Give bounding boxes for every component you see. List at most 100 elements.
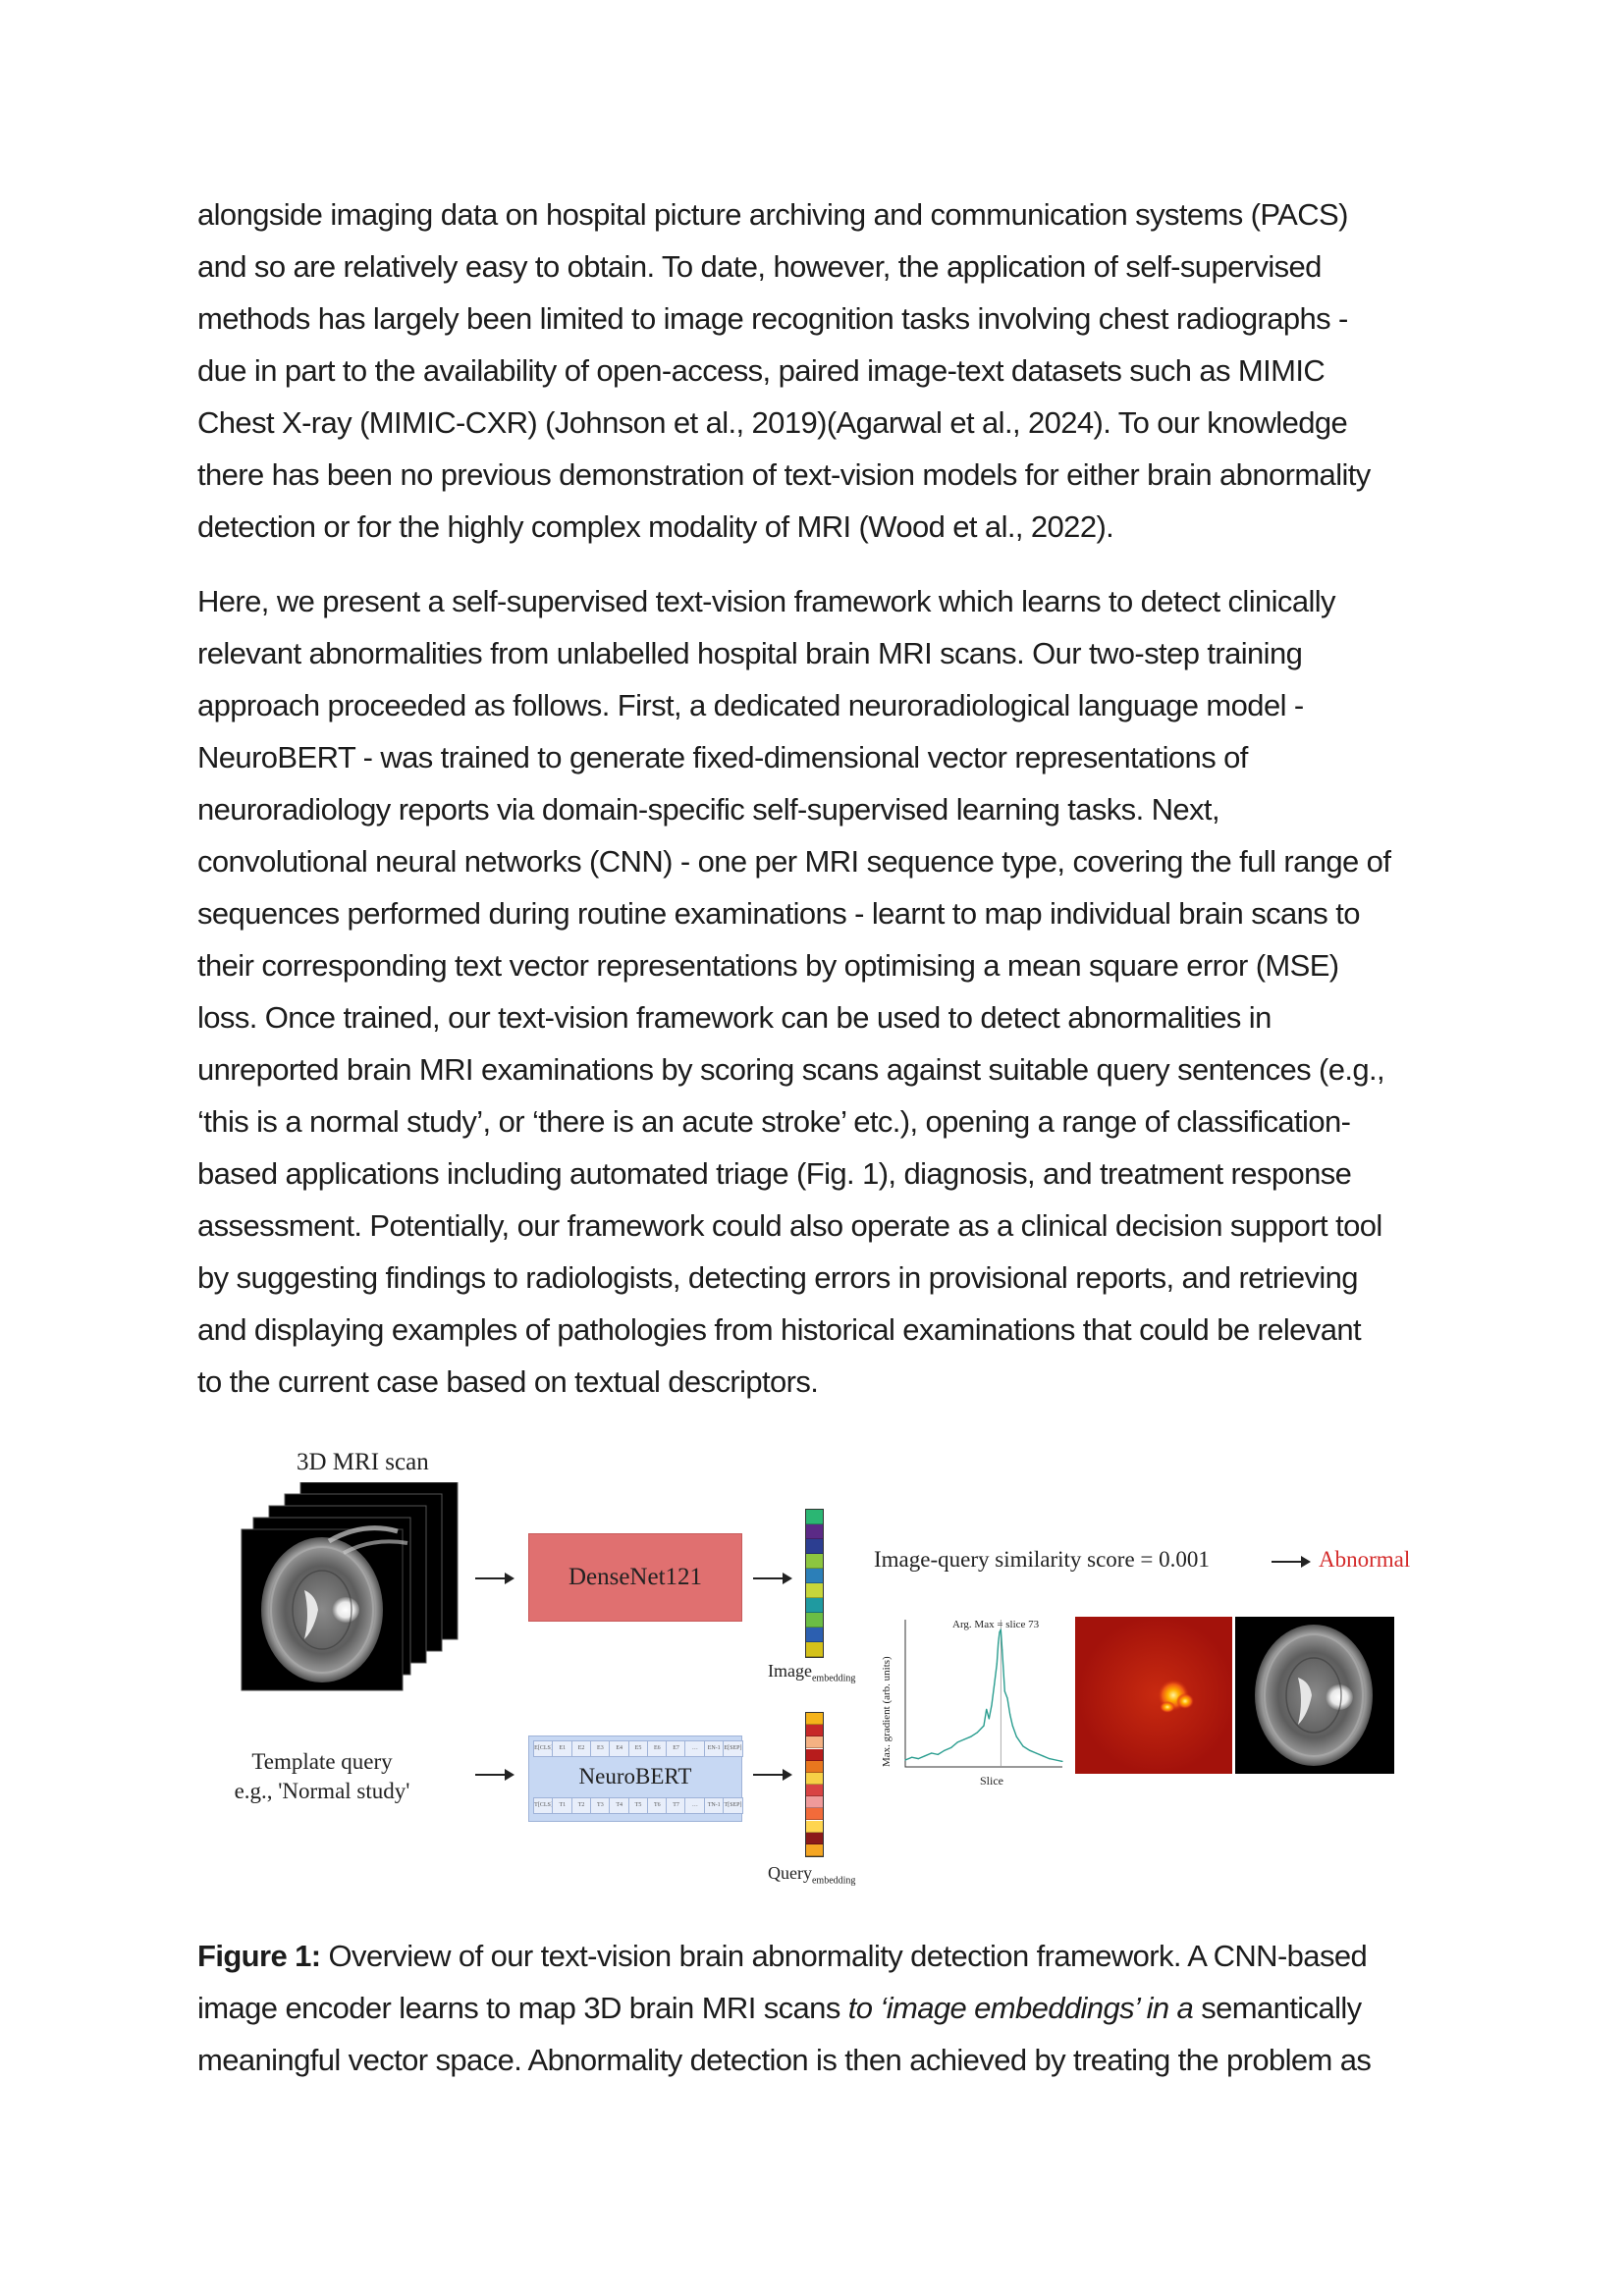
mri-slice-image [1235,1617,1394,1774]
bert-token: T3 [589,1797,611,1814]
gradient-chart: Max. gradient (arb. units) Arg. Max = sl… [881,1619,1063,1787]
bert-token: E4 [609,1740,630,1757]
bert-token: E5 [627,1740,649,1757]
embedding-cell [806,1725,823,1737]
gradient-point [1006,1697,1008,1699]
text-line: neuroradiology reports via domain-specif… [197,792,1220,827]
embedding-cell [806,1613,823,1628]
bert-token: T6 [646,1797,668,1814]
gradient-point [1022,1745,1024,1747]
gradient-point [970,1735,972,1737]
paragraph-2: Here, we present a self-supervised text-… [197,575,1444,1408]
embedding-cell [806,1583,823,1598]
gradient-point [994,1683,996,1685]
embedding-cell [806,1539,823,1554]
gradient-point [986,1708,988,1710]
bert-token: T1 [552,1797,573,1814]
saliency-map [1075,1617,1232,1774]
text-line: ‘this is a normal study’, or ‘there is a… [197,1104,1351,1139]
gradient-point [1042,1755,1044,1757]
arrow-icon [1272,1556,1311,1568]
gradient-point [937,1753,939,1755]
bert-token: E3 [589,1740,611,1757]
arrow-icon [753,1769,792,1781]
text-line: to the current case based on textual des… [197,1364,819,1399]
embedding-cell [806,1808,823,1821]
embedding-cell [806,1713,823,1726]
embedding-cell [806,1554,823,1569]
gradient-series-line [904,1629,1063,1763]
gradient-point [991,1704,993,1706]
bert-token: T4 [609,1797,630,1814]
text-line: NeuroBERT - was trained to generate fixe… [197,740,1248,774]
embedding-cell [806,1524,823,1539]
densenet-label: DenseNet121 [568,1564,703,1590]
embedding-cell [806,1569,823,1583]
abnormal-result-label: Abnormal [1319,1547,1411,1572]
embedding-cell [806,1628,823,1642]
bert-token: E[SEP] [723,1740,743,1757]
text-line: loss. Once trained, our text-vision fram… [197,1000,1272,1035]
text-line: and displaying examples of pathologies f… [197,1312,1362,1347]
gradient-point [998,1642,1000,1644]
caption-line: image encoder learns to map 3D brain MRI… [197,1991,1362,2025]
arrow-icon [475,1573,514,1584]
chart-ylabel: Max. gradient (arb. units) [881,1656,893,1767]
mri-scan-stack [241,1482,459,1691]
text-line: unreported brain MRI examinations by sco… [197,1052,1385,1087]
bert-token: EN-1 [703,1740,725,1757]
text-line: their corresponding text vector represen… [197,948,1339,983]
bert-token: T[SEP] [723,1797,743,1814]
bert-token: E1 [552,1740,573,1757]
gradient-point [988,1718,990,1720]
embedding-cell [806,1642,823,1657]
embedding-cell [806,1598,823,1613]
bert-token: … [684,1797,706,1814]
template-query-label: Template query e.g., 'Normal study' [234,1749,410,1803]
embedding-cell [806,1760,823,1773]
text-line: relevant abnormalities from unlabelled h… [197,636,1303,670]
bert-token: E7 [666,1740,687,1757]
text-line: approach proceeded as follows. First, a … [197,688,1304,722]
caption-line: meaningful vector space. Abnormality det… [197,2043,1372,2077]
text-line: by suggesting findings to radiologists, … [197,1260,1359,1295]
gradient-point [1001,1649,1003,1651]
gradient-point [1003,1690,1005,1692]
gradient-point [1009,1714,1011,1716]
chart-xlabel: Slice [980,1774,1003,1787]
embedding-cell [806,1748,823,1761]
gradient-point [924,1755,926,1757]
gradient-point [956,1741,958,1743]
text-line: convolutional neural networks (CNN) - on… [197,844,1391,879]
gradient-point [950,1746,952,1748]
scan-label: 3D MRI scan [297,1449,429,1475]
gradient-point [963,1738,965,1740]
similarity-score-text: Image-query similarity score = 0.001 [874,1547,1210,1572]
chart-axes [904,1620,1062,1768]
embedding-cell [806,1736,823,1749]
gradient-point [1015,1735,1017,1737]
embedding-cell [806,1843,823,1856]
bert-token: T7 [666,1797,687,1814]
gradient-point [1002,1670,1004,1672]
bert-token: T[CLS] [533,1797,554,1814]
gradient-point [976,1732,978,1734]
embedding-cell [806,1820,823,1833]
text-line: methods has largely been limited to imag… [197,301,1348,336]
embedding-cell [806,1772,823,1785]
bert-token: E2 [570,1740,592,1757]
neurobert-label: NeuroBERT [578,1764,692,1789]
bert-token: TN-1 [703,1797,725,1814]
bert-token: T2 [570,1797,592,1814]
arrow-icon [475,1769,514,1781]
gradient-point [996,1663,998,1665]
arrow-icon [753,1573,792,1584]
bert-token: … [684,1740,706,1757]
gradient-point [931,1752,933,1754]
caption-label: Figure 1: [197,1939,321,1973]
gradient-point [1011,1725,1013,1727]
